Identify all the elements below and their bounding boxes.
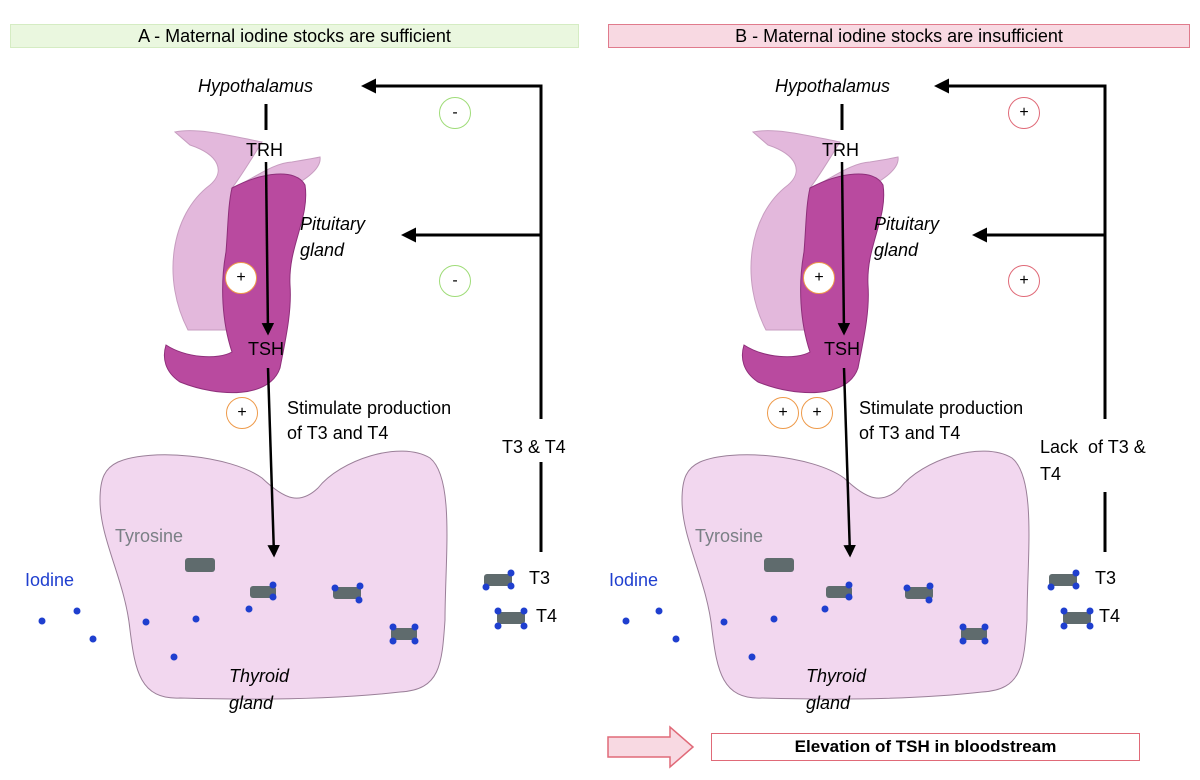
panel-a-t3-molecule (482, 569, 515, 591)
panel-b-thyroid-label-line1: Thyroid (806, 666, 867, 686)
panel-b-positive-feedback-hypothalamus-badge: + (1008, 97, 1040, 129)
panel-a-iodine-label: Iodine (25, 570, 75, 590)
panel-b-pituitary-label-line1: Pituitary (874, 214, 940, 234)
panel-b-feedback-label-line2: T4 (1040, 464, 1062, 484)
panel-b-tyrosine-molecule (764, 558, 794, 572)
panel-a-free-iodine-dots (38, 605, 253, 661)
panel-b-t4-inner-molecule (959, 623, 989, 645)
panel-b-title: B - Maternal iodine stocks are insuffici… (608, 24, 1190, 48)
panel-a-thyroid-label-line1: Thyroid (229, 666, 290, 686)
panel-a-t3-label: T3 (529, 568, 551, 588)
result-arrow-icon (607, 725, 695, 769)
panel-a-t4-inner-molecule (389, 623, 419, 645)
panel-a-pituitary-stimulation-badge: + (225, 262, 257, 294)
panel-b-diiodo-molecule (903, 582, 934, 604)
panel-a-t4-label: T4 (536, 606, 558, 626)
panel-b-monoiodo-molecule (826, 581, 853, 601)
panel-a-tsh-arrow (266, 367, 280, 558)
panel-a-tsh-stimulation-badge: + (226, 397, 258, 429)
panel-a-tyrosine-molecule (185, 558, 215, 572)
panel-b-hypothalamus-label: Hypothalamus (775, 76, 891, 96)
panel-a-feedback-label: T3 & T4 (502, 437, 566, 457)
panel-a-trh-label: TRH (246, 140, 283, 160)
panel-b-t3-label: T3 (1095, 568, 1117, 588)
panel-a-title: A - Maternal iodine stocks are sufficien… (10, 24, 579, 48)
result-label: Elevation of TSH in bloodstream (711, 733, 1140, 761)
panel-a-negative-feedback-hypothalamus-badge: - (439, 97, 471, 129)
panel-b-tsh-stimulation-badge-2: + (801, 397, 833, 429)
panel-a-stimulate-line1: Stimulate production (287, 398, 452, 418)
panel-a-trh-arrow (261, 161, 275, 336)
panel-b-trh-label: TRH (822, 140, 859, 160)
panel-b-pituitary-label-line2: gland (874, 240, 919, 260)
panel-b-stimulate-line1: Stimulate production (859, 398, 1024, 418)
panel-a-pituitary-label-line2: gland (300, 240, 345, 260)
panel-b-pituitary-stimulation-badge: + (803, 262, 835, 294)
panel-a-t4-molecule (494, 607, 528, 630)
panel-b-thyroid-gland-shape (681, 450, 1030, 700)
panel-a-diiodo-molecule (331, 582, 364, 604)
panel-b-feedback-label-line1: Lack of T3 & (1040, 437, 1146, 457)
panel-b-t3-molecule (1047, 569, 1080, 591)
panel-b-positive-feedback-pituitary-badge: + (1008, 265, 1040, 297)
panel-a-pituitary-label-line1: Pituitary (300, 214, 366, 234)
panel-a-feedback-arrow-hypothalamus (361, 78, 543, 419)
panel-b-trh-arrow (837, 161, 851, 336)
panel-a-stimulate-line2: of T3 and T4 (287, 423, 389, 443)
panel-a-negative-feedback-pituitary-badge: - (439, 265, 471, 297)
panel-a-tsh-label: TSH (248, 339, 284, 359)
panel-a-thyroid-gland-shape (99, 450, 448, 700)
panel-b-tsh-label: TSH (824, 339, 860, 359)
panel-b-tsh-stimulation-badge-1: + (767, 397, 799, 429)
panel-b-stimulate-line2: of T3 and T4 (859, 423, 961, 443)
panel-a-monoiodo-molecule (250, 581, 277, 601)
panel-b-iodine-label: Iodine (609, 570, 659, 590)
panel-b-feedback-arrow-hypothalamus (934, 78, 1107, 419)
panel-b-t4-molecule (1060, 607, 1094, 630)
panel-a-thyroid-label-line2: gland (229, 693, 274, 713)
panel-b-free-iodine-dots (622, 605, 829, 661)
panel-b-t4-label: T4 (1099, 606, 1121, 626)
panel-a-tyrosine-label: Tyrosine (115, 526, 184, 546)
panel-b-thyroid-label-line2: gland (806, 693, 851, 713)
panel-b-tyrosine-label: Tyrosine (695, 526, 764, 546)
panel-a-hypothalamus-label: Hypothalamus (198, 76, 314, 96)
panel-b-tsh-arrow (842, 367, 856, 558)
